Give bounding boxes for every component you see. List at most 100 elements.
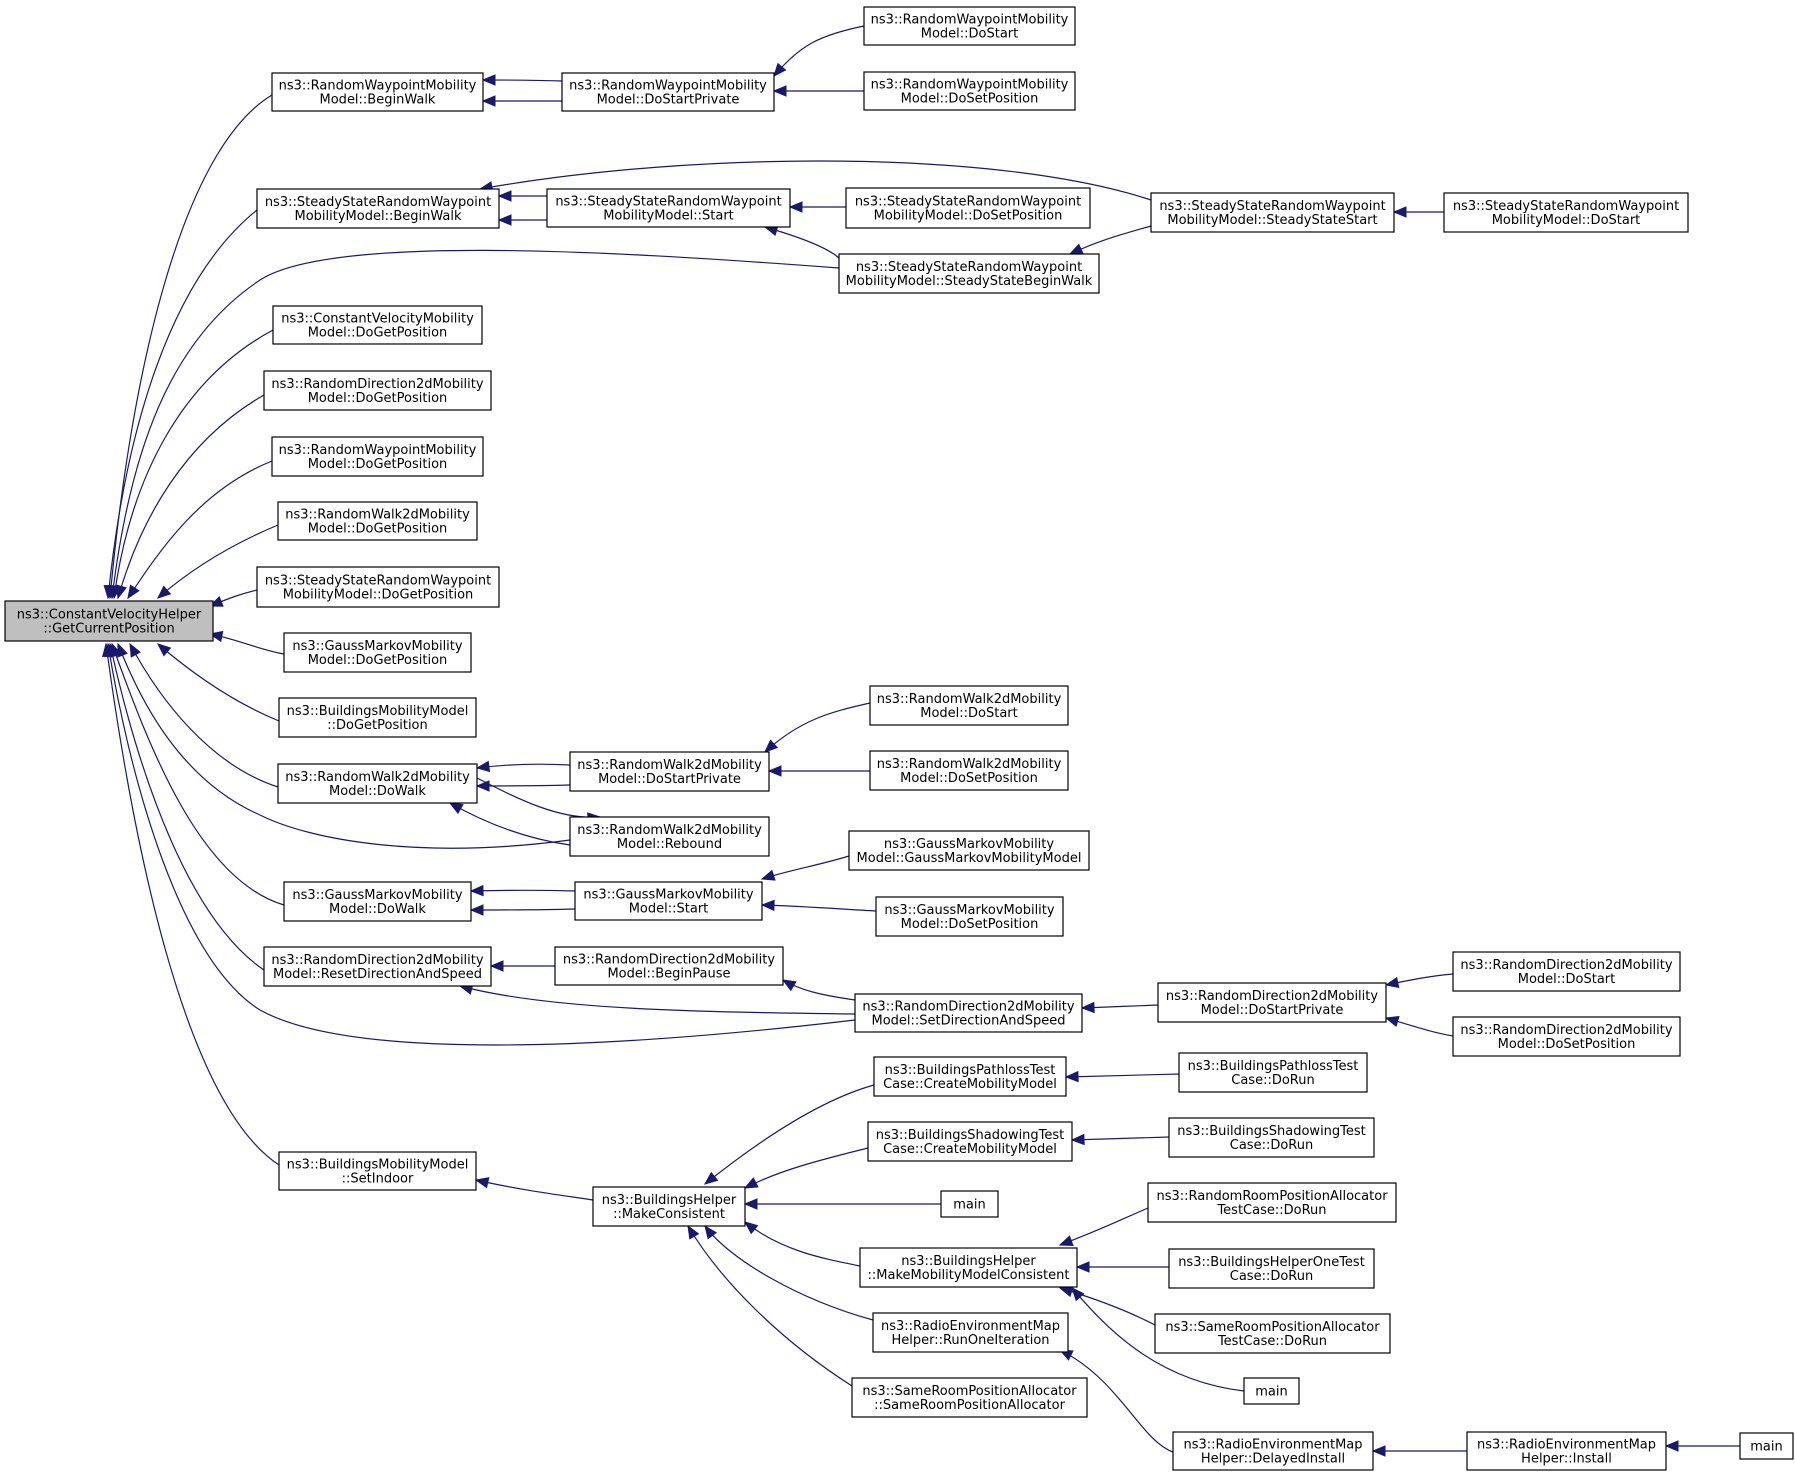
node-label: ns3::RandomDirection2dMobility [271, 953, 483, 968]
node-box [263, 946, 492, 987]
node-ssrwp-dosetposition[interactable]: ns3::SteadyStateRandomWaypointMobilityMo… [845, 187, 1091, 229]
edge-line [1071, 1136, 1170, 1141]
node-label: Model::DoStart [921, 27, 1019, 42]
call-edge [687, 1224, 853, 1387]
call-edge [1392, 206, 1444, 218]
call-edge [763, 224, 840, 259]
node-label: ns3::ConstantVelocityHelper [17, 608, 202, 623]
node-label: ns3::RandomWaypointMobility [569, 79, 767, 94]
node-rem-delayed[interactable]: ns3::RadioEnvironmentMapHelper::DelayedI… [1172, 1431, 1374, 1471]
call-edge [469, 904, 576, 916]
node-rd2d-dosetposition[interactable]: ns3::RandomDirection2dMobilityModel::DoS… [1452, 1016, 1681, 1057]
node-label: Model::DoGetPosition [308, 391, 448, 406]
node-rem-runone[interactable]: ns3::RadioEnvironmentMapHelper::RunOneIt… [872, 1312, 1069, 1353]
node-box [263, 370, 492, 411]
node-main1[interactable]: main [940, 1190, 999, 1218]
arrowhead [157, 585, 172, 599]
node-bm-dogetposition[interactable]: ns3::BuildingsMobilityModel::DoGetPositi… [278, 697, 477, 738]
edge-line [157, 524, 279, 599]
arrowhead [760, 899, 775, 912]
node-rd2d-beginpause[interactable]: ns3::RandomDirection2dMobilityModel::Beg… [554, 946, 784, 986]
node-box [561, 72, 775, 112]
node-label: Model::DoSetPosition [901, 917, 1039, 932]
arrowhead [475, 760, 491, 773]
node-rd2d-dogetposition[interactable]: ns3::RandomDirection2dMobilityModel::DoG… [263, 370, 492, 411]
call-edge [1080, 1001, 1159, 1014]
call-edge [1384, 1015, 1454, 1037]
node-label: Helper::DelayedInstall [1201, 1452, 1345, 1467]
node-label: ns3::BuildingsPathlossTest [1188, 1059, 1359, 1074]
edge-line [107, 643, 856, 1046]
node-label: MobilityModel::DoSetPosition [874, 209, 1063, 224]
node-srpa-ctor[interactable]: ns3::SameRoomPositionAllocator::SameRoom… [851, 1377, 1088, 1418]
edge-line [704, 1225, 874, 1321]
node-label: ns3::BuildingsMobilityModel [287, 704, 469, 719]
node-box [569, 816, 770, 857]
node-rwp-dostartprivate[interactable]: ns3::RandomWaypointMobilityModel::DoStar… [561, 72, 775, 112]
node-ssrwp-steadystatebeginwalk[interactable]: ns3::SteadyStateRandomWaypointMobilityMo… [838, 253, 1100, 294]
node-ssrwp-start[interactable]: ns3::SteadyStateRandomWaypointMobilityMo… [546, 188, 791, 228]
node-ssrwp-steadystatestart[interactable]: ns3::SteadyStateRandomWaypointMobilityMo… [1150, 192, 1395, 233]
node-rwp-beginwalk[interactable]: ns3::RandomWaypointMobilityModel::BeginW… [271, 72, 484, 112]
edge-line [470, 908, 576, 911]
node-ssrwp-beginwalk[interactable]: ns3::SteadyStateRandomWaypointMobilityMo… [256, 188, 500, 229]
node-root[interactable]: ns3::ConstantVelocityHelper::GetCurrentP… [4, 600, 214, 642]
node-box [1243, 1377, 1300, 1405]
node-ssrwp-dostart[interactable]: ns3::SteadyStateRandomWaypointMobilityMo… [1443, 192, 1689, 233]
node-rd2d-setdir[interactable]: ns3::RandomDirection2dMobilityModel::Set… [854, 993, 1083, 1033]
node-srpa-dorun[interactable]: ns3::SameRoomPositionAllocatorTestCase::… [1154, 1313, 1391, 1354]
arrowhead [481, 74, 496, 86]
node-label: Case::DoRun [1230, 1269, 1313, 1284]
node-cv-dogetposition[interactable]: ns3::ConstantVelocityMobilityModel::DoGe… [272, 305, 483, 345]
edge-line [117, 394, 265, 599]
arrowhead [1392, 206, 1407, 218]
node-main2[interactable]: main [1243, 1377, 1300, 1405]
call-edge [764, 702, 871, 753]
node-rd2d-resetdir[interactable]: ns3::RandomDirection2dMobilityModel::Res… [263, 946, 492, 987]
node-rw2d-dostartprivate[interactable]: ns3::RandomWalk2dMobilityModel::DoStartP… [569, 751, 770, 792]
node-rd2d-dostart[interactable]: ns3::RandomDirection2dMobilityModel::DoS… [1452, 951, 1681, 992]
node-gm-ctor[interactable]: ns3::GaussMarkovMobilityModel::GaussMark… [848, 830, 1090, 871]
node-rw2d-dogetposition[interactable]: ns3::RandomWalk2dMobilityModel::DoGetPos… [277, 501, 478, 541]
node-bh-makeconsistent[interactable]: ns3::BuildingsHelper::MakeConsistent [592, 1186, 746, 1227]
call-edge [448, 802, 571, 846]
node-gm-dosetposition[interactable]: ns3::GaussMarkovMobilityModel::DoSetPosi… [875, 896, 1064, 937]
edge-line [459, 985, 856, 1015]
node-label: ns3::BuildingsHelper [602, 1193, 737, 1208]
node-rwp-dosetposition[interactable]: ns3::RandomWaypointMobilityModel::DoSetP… [863, 71, 1076, 111]
edge-line [744, 1147, 869, 1189]
node-gm-start[interactable]: ns3::GaussMarkovMobilityModel::Start [574, 881, 763, 921]
edge-line [449, 802, 571, 846]
node-rd2d-dostartprivate[interactable]: ns3::RandomDirection2dMobilityModel::DoS… [1157, 982, 1387, 1023]
node-bm-setindoor[interactable]: ns3::BuildingsMobilityModel::SetIndoor [278, 1151, 477, 1191]
arrowhead [772, 85, 787, 97]
node-label: Model::SetDirectionAndSpeed [871, 1014, 1065, 1029]
arrowhead [157, 643, 172, 657]
edge-line [1059, 1287, 1156, 1326]
node-rwp-dogetposition[interactable]: ns3::RandomWaypointMobilityModel::DoGetP… [271, 436, 484, 477]
node-ssrwp-dogetposition[interactable]: ns3::SteadyStateRandomWaypointMobilityMo… [256, 566, 500, 608]
node-label: ns3::RadioEnvironmentMap [881, 1319, 1060, 1334]
node-label: ns3::SameRoomPositionAllocator [1165, 1320, 1380, 1335]
node-gm-dowalk[interactable]: ns3::GaussMarkovMobilityModel::DoWalk [283, 881, 472, 922]
edge-line [157, 643, 280, 722]
call-edge [1070, 1133, 1170, 1146]
node-main3[interactable]: main [1739, 1432, 1794, 1460]
node-label: ns3::RandomDirection2dMobility [1460, 958, 1672, 973]
node-box [283, 881, 472, 922]
node-bh-makemobconsistent[interactable]: ns3::BuildingsHelper::MakeMobilityModelC… [859, 1247, 1078, 1288]
node-rrpa-dorun[interactable]: ns3::RandomRoomPositionAllocatorTestCase… [1147, 1182, 1397, 1223]
node-bst-create[interactable]: ns3::BuildingsShadowingTestCase::CreateM… [867, 1121, 1073, 1162]
node-rwp-dostart[interactable]: ns3::RandomWaypointMobilityModel::DoStar… [863, 6, 1076, 46]
node-gm-dogetposition[interactable]: ns3::GaussMarkovMobilityModel::DoGetPosi… [283, 632, 472, 673]
node-label: ns3::GaussMarkovMobility [292, 639, 462, 654]
node-rw2d-dosetposition[interactable]: ns3::RandomWalk2dMobilityModel::DoSetPos… [869, 750, 1069, 791]
node-bpt-create[interactable]: ns3::BuildingsPathlossTestCase::CreateMo… [873, 1056, 1067, 1097]
